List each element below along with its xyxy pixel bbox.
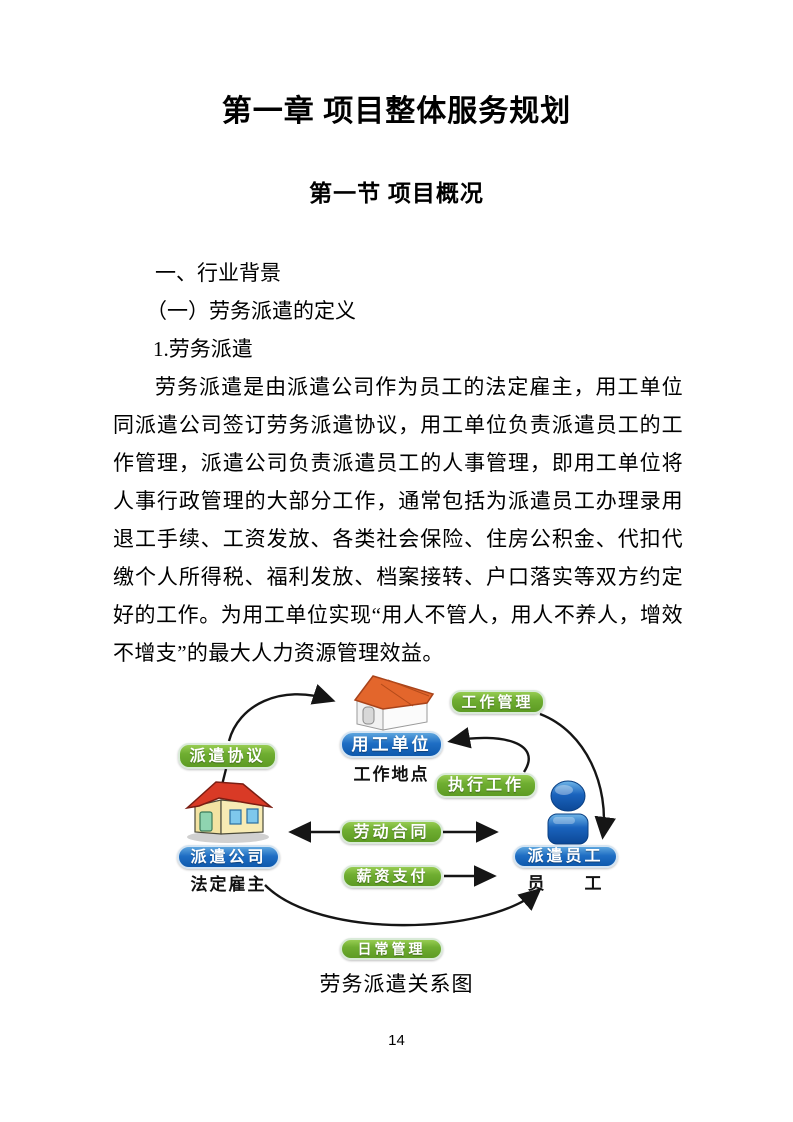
heading-labor-dispatch: 1.劳务派遣 <box>153 337 253 361</box>
diagram-caption: 劳务派遣关系图 <box>319 972 474 996</box>
labor-dispatch-diagram: 派遣协议 用工单位 工作地点 工作管理 执行工作 劳动合同 薪资支付 派遣公司 … <box>150 672 665 972</box>
label-salary-payment: 薪资支付 <box>342 865 443 888</box>
label-daily-management: 日常管理 <box>340 938 443 960</box>
label-labor-contract: 劳动合同 <box>340 820 443 844</box>
employee-person-icon <box>547 780 589 845</box>
label-dispatched-employee: 派遣员工 <box>513 845 618 868</box>
arrow-execute-to-employer <box>447 727 530 773</box>
label-execute-work: 执行工作 <box>435 773 537 798</box>
heading-dispatch-definition: （一）劳务派遣的定义 <box>146 299 356 323</box>
label-dispatch-agreement: 派遣协议 <box>178 743 277 769</box>
arrow-workmgmt-to-employee <box>539 712 616 840</box>
label-legal-employer: 法定雇主 <box>190 875 267 894</box>
arrow-daily-management <box>264 884 542 927</box>
body-text: 一、行业背景 （一）劳务派遣的定义 1.劳务派遣 劳务派遣是由派遣公司作为员工的… <box>113 254 683 672</box>
arrow-agreement-to-employer <box>227 684 336 742</box>
heading-industry-background: 一、行业背景 <box>155 261 281 285</box>
employer-house-icon <box>353 675 435 731</box>
page-number: 14 <box>388 1032 405 1049</box>
label-dispatch-company: 派遣公司 <box>177 845 280 869</box>
label-employer-unit: 用工单位 <box>340 731 443 758</box>
label-employee: 员 工 <box>527 874 604 893</box>
label-work-management: 工作管理 <box>450 690 545 714</box>
paragraph-labor-dispatch: 劳务派遣是由派遣公司作为员工的法定雇主，用工单位同派遣公司签订劳务派遣协议，用工… <box>113 375 683 665</box>
section-title: 第一节 项目概况 <box>309 181 484 206</box>
chapter-title: 第一章 项目整体服务规划 <box>221 95 572 128</box>
label-work-place: 工作地点 <box>353 765 430 784</box>
company-house-icon <box>184 781 273 843</box>
